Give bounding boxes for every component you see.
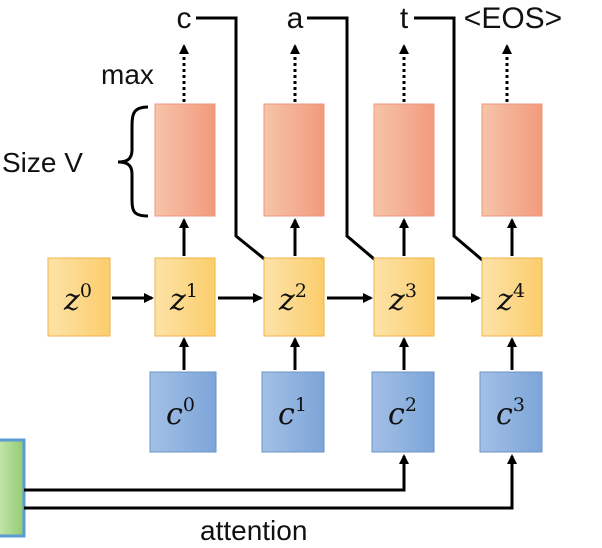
z3-label: z3 — [388, 280, 417, 318]
c-box-2 — [371, 371, 435, 453]
encoder-block — [0, 438, 26, 538]
z-box-0 — [47, 257, 111, 337]
z0-label: z0 — [63, 280, 92, 318]
attention-line-c2 — [24, 454, 409, 492]
feedback-a-z3 — [307, 16, 389, 272]
output-token-t: t — [400, 2, 409, 35]
c-box-3 — [479, 371, 543, 453]
softmax-box-2 — [263, 103, 325, 217]
c1-label: c1 — [278, 394, 307, 432]
output-token-a: a — [287, 2, 304, 35]
z4-label: z4 — [496, 280, 525, 318]
max-label: max — [101, 59, 154, 90]
feedback-c-z2 — [196, 16, 280, 272]
size-brace — [117, 105, 149, 218]
c3-label: c3 — [496, 394, 525, 432]
z-box-4 — [481, 257, 543, 337]
output-token-eos: <EOS> — [464, 2, 562, 35]
attention-label: attention — [200, 515, 307, 546]
c-box-0 — [149, 371, 217, 453]
softmax-box-3 — [373, 103, 435, 217]
z2-label: z2 — [278, 280, 307, 318]
c-box-1 — [261, 371, 325, 453]
c2-label: c2 — [388, 394, 417, 432]
softmax-box-4 — [481, 103, 543, 217]
z-box-1 — [154, 257, 216, 337]
z-box-3 — [373, 257, 435, 337]
output-token-c: c — [177, 2, 192, 35]
z1-label: z1 — [169, 280, 198, 318]
attention-line-c3 — [24, 454, 517, 510]
size-v-label: Size V — [2, 147, 83, 178]
c0-label: c0 — [166, 394, 195, 432]
softmax-box-1 — [154, 103, 216, 217]
z-box-2 — [263, 257, 325, 337]
feedback-t-z4 — [414, 16, 496, 272]
